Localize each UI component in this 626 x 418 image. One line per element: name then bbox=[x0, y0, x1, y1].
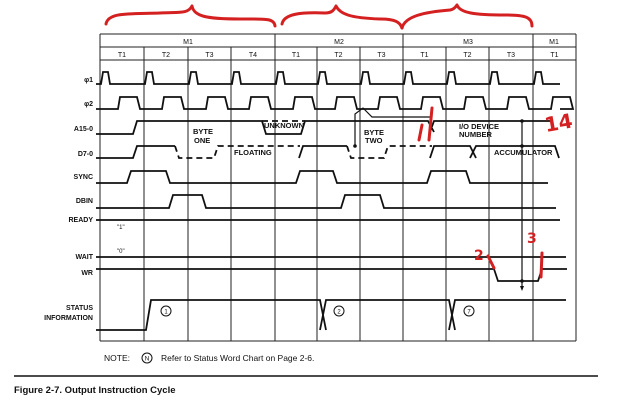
handwritten-stroke bbox=[539, 251, 544, 279]
byte-two-label: BYTE bbox=[364, 128, 384, 137]
wait-zero-label: "0" bbox=[117, 249, 125, 255]
phi1-waveform bbox=[96, 71, 560, 85]
cycle-m1-next: M1 bbox=[549, 39, 559, 46]
label-phi1: φ1 bbox=[84, 77, 93, 84]
state-headers: T1 T2 T3 T4 T1 T2 T3 T1 T2 T3 T1 bbox=[118, 52, 559, 59]
state-t2: T2 bbox=[463, 52, 471, 59]
handwritten-stroke bbox=[486, 254, 496, 270]
label-phi2: φ2 bbox=[84, 101, 93, 108]
label-sync: SYNC bbox=[74, 174, 93, 181]
handwritten-mark-1 bbox=[417, 106, 434, 142]
dbin-waveform bbox=[96, 194, 556, 209]
marker-dot bbox=[520, 144, 524, 148]
io-device-label: NUMBER bbox=[459, 130, 492, 139]
note-label: NOTE: bbox=[104, 353, 130, 363]
cycle-m3: M3 bbox=[463, 39, 473, 46]
byte-one-label: BYTE bbox=[193, 127, 213, 136]
svg-text:1: 1 bbox=[164, 310, 168, 316]
state-t2: T2 bbox=[334, 52, 342, 59]
status-waveform bbox=[96, 299, 566, 331]
state-t1: T1 bbox=[420, 52, 428, 59]
handwritten-mark-14: 14 bbox=[543, 108, 575, 136]
signal-labels: φ1 φ2 A15-0 D7-0 SYNC DBIN READY WAIT WR… bbox=[44, 77, 94, 322]
ready-one-label: "1" bbox=[117, 225, 125, 231]
io-device-label: I/O DEVICE bbox=[459, 122, 499, 131]
handwritten-braces bbox=[104, 3, 534, 30]
floating-label: FLOATING bbox=[234, 148, 272, 157]
note-symbol-circle bbox=[141, 352, 153, 364]
data-waveform bbox=[96, 145, 560, 159]
wr-waveform bbox=[96, 268, 567, 282]
marker-dot bbox=[353, 144, 357, 148]
svg-text:2: 2 bbox=[337, 310, 341, 316]
annotations: BYTE ONE UNKNOWN FLOATING BYTE TWO I/O D… bbox=[117, 121, 553, 317]
cycle-m2: M2 bbox=[334, 39, 344, 46]
state-t3: T3 bbox=[377, 52, 385, 59]
status-word-1: 1 bbox=[160, 305, 172, 317]
figure-caption: Figure 2-7. Output Instruction Cycle bbox=[14, 385, 176, 396]
byte-one-label: ONE bbox=[194, 136, 210, 145]
label-address: A15-0 bbox=[74, 126, 93, 133]
state-t3: T3 bbox=[507, 52, 515, 59]
handwritten-mark-3: 3 bbox=[527, 231, 537, 247]
status-word-2: 2 bbox=[333, 305, 345, 317]
note-symbol: N bbox=[145, 356, 150, 363]
cycle-m1: M1 bbox=[183, 39, 193, 46]
svg-text:7: 7 bbox=[467, 310, 471, 316]
handwritten-marks: 14 2 3 bbox=[417, 106, 575, 279]
marker-dot bbox=[520, 279, 524, 283]
label-data: D7-0 bbox=[78, 151, 93, 158]
status-word-7: 7 bbox=[463, 305, 475, 317]
state-t1: T1 bbox=[550, 52, 558, 59]
marker-dot bbox=[520, 119, 524, 123]
state-t3: T3 bbox=[205, 52, 213, 59]
state-t1: T1 bbox=[118, 52, 126, 59]
accumulator-label: ACCUMULATOR bbox=[494, 148, 553, 157]
label-status-2: INFORMATION bbox=[44, 315, 93, 322]
state-t2: T2 bbox=[162, 52, 170, 59]
arrow-down-icon bbox=[520, 286, 524, 291]
byte-two-strobe-line bbox=[354, 107, 430, 146]
waveforms bbox=[96, 71, 575, 331]
data-floating-dashed bbox=[174, 145, 432, 159]
label-wr: WR bbox=[81, 270, 93, 277]
label-dbin: DBIN bbox=[76, 198, 93, 205]
label-status-1: STATUS bbox=[66, 305, 93, 312]
state-t4: T4 bbox=[249, 52, 257, 59]
note: NOTE: N Refer to Status Word Chart on Pa… bbox=[104, 352, 314, 364]
grid bbox=[99, 33, 577, 342]
label-ready: READY bbox=[68, 217, 93, 224]
state-t1: T1 bbox=[292, 52, 300, 59]
handwritten-mark-2: 2 bbox=[474, 248, 484, 264]
note-text: Refer to Status Word Chart on Page 2-6. bbox=[161, 353, 314, 363]
machine-cycle-headers: M1 M2 M3 M1 bbox=[183, 39, 559, 46]
label-wait: WAIT bbox=[76, 254, 94, 261]
sync-waveform bbox=[96, 170, 548, 184]
unknown-label: UNKNOWN bbox=[264, 121, 304, 130]
phi2-waveform bbox=[96, 96, 575, 110]
byte-two-label: TWO bbox=[365, 136, 383, 145]
